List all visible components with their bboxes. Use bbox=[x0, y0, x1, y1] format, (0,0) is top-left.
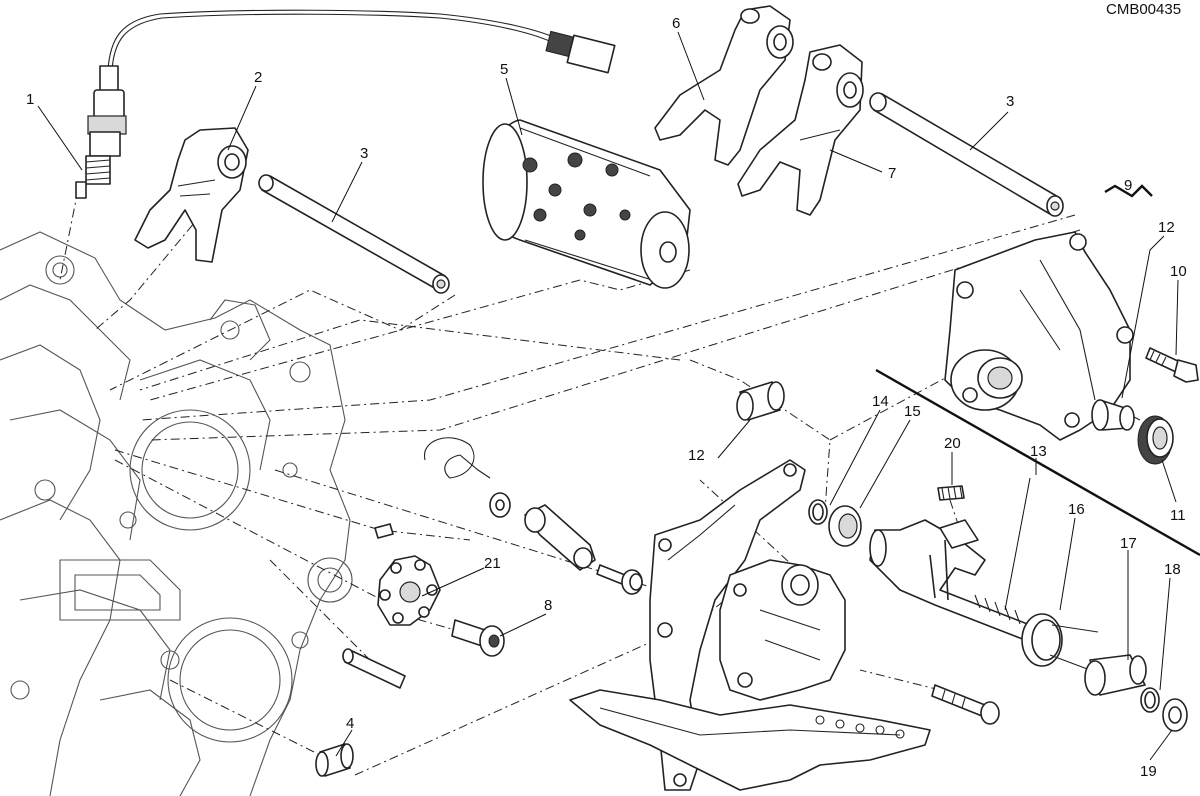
callout-9: 9 bbox=[1124, 177, 1132, 194]
circlip-18 bbox=[1140, 687, 1160, 713]
dowel-pin bbox=[342, 648, 406, 689]
circlip-14 bbox=[808, 499, 828, 525]
washer-left bbox=[489, 492, 511, 518]
bush-4 bbox=[315, 743, 354, 777]
callout-17: 17 bbox=[1120, 535, 1137, 552]
callout-3-right: 3 bbox=[1006, 93, 1014, 110]
bush-12-right bbox=[1091, 399, 1135, 431]
detent-spring bbox=[424, 437, 491, 479]
crankcase-half bbox=[0, 231, 353, 796]
callout-11: 11 bbox=[1170, 507, 1186, 524]
callout-3-left: 3 bbox=[360, 145, 368, 162]
washer-19 bbox=[1162, 698, 1188, 732]
callout-6: 6 bbox=[672, 15, 680, 32]
callout-12-middle: 12 bbox=[688, 447, 705, 464]
detent-lever bbox=[524, 504, 596, 571]
drawing-code: CMB00435 bbox=[1106, 1, 1181, 18]
spring-20 bbox=[937, 485, 965, 501]
seal-15 bbox=[828, 505, 862, 547]
bolt-10 bbox=[1145, 347, 1199, 383]
lever-bolt bbox=[596, 564, 643, 595]
fork-shaft-right bbox=[869, 92, 1064, 217]
footrest-plate bbox=[569, 689, 931, 791]
fork-shaft-left bbox=[258, 174, 450, 294]
housing-bolt bbox=[931, 684, 1000, 725]
callout-21: 21 bbox=[484, 555, 501, 572]
leader-lines bbox=[37, 31, 1179, 761]
shift-fork-6 bbox=[654, 5, 794, 166]
callout-8: 8 bbox=[544, 597, 552, 614]
callout-12-right: 12 bbox=[1158, 219, 1175, 236]
callout-10: 10 bbox=[1170, 263, 1187, 280]
callout-4: 4 bbox=[346, 715, 354, 732]
callout-19: 19 bbox=[1140, 763, 1157, 780]
shift-drum bbox=[482, 119, 691, 289]
gear-sensor bbox=[75, 9, 616, 199]
star-cam bbox=[377, 555, 441, 626]
shift-fork-7 bbox=[737, 44, 864, 216]
group-line-13 bbox=[875, 368, 1200, 557]
bush-12-middle bbox=[736, 381, 785, 421]
callout-16: 16 bbox=[1068, 501, 1085, 518]
callout-5: 5 bbox=[500, 61, 508, 78]
callout-7: 7 bbox=[888, 165, 896, 182]
oil-seal bbox=[1137, 415, 1174, 465]
callout-1: 1 bbox=[26, 91, 34, 108]
callout-18: 18 bbox=[1164, 561, 1181, 578]
callout-15: 15 bbox=[904, 403, 921, 420]
gearshift-shaft bbox=[869, 519, 1031, 641]
callout-13: 13 bbox=[1030, 443, 1047, 460]
shift-housing bbox=[719, 559, 846, 701]
callout-20: 20 bbox=[944, 435, 961, 452]
callout-14: 14 bbox=[872, 393, 889, 410]
callout-labels: 1 2 3 5 6 3 7 9 12 10 11 13 14 15 20 16 … bbox=[26, 15, 1187, 780]
bush-17 bbox=[1084, 654, 1147, 696]
return-spring-16 bbox=[1021, 613, 1099, 671]
screw-8 bbox=[451, 619, 505, 657]
dowel-pin-small bbox=[374, 523, 394, 539]
group-bracket-9 bbox=[1104, 184, 1153, 198]
shift-cover bbox=[944, 231, 1134, 441]
shift-fork-2 bbox=[134, 127, 249, 263]
callout-2: 2 bbox=[254, 69, 262, 86]
